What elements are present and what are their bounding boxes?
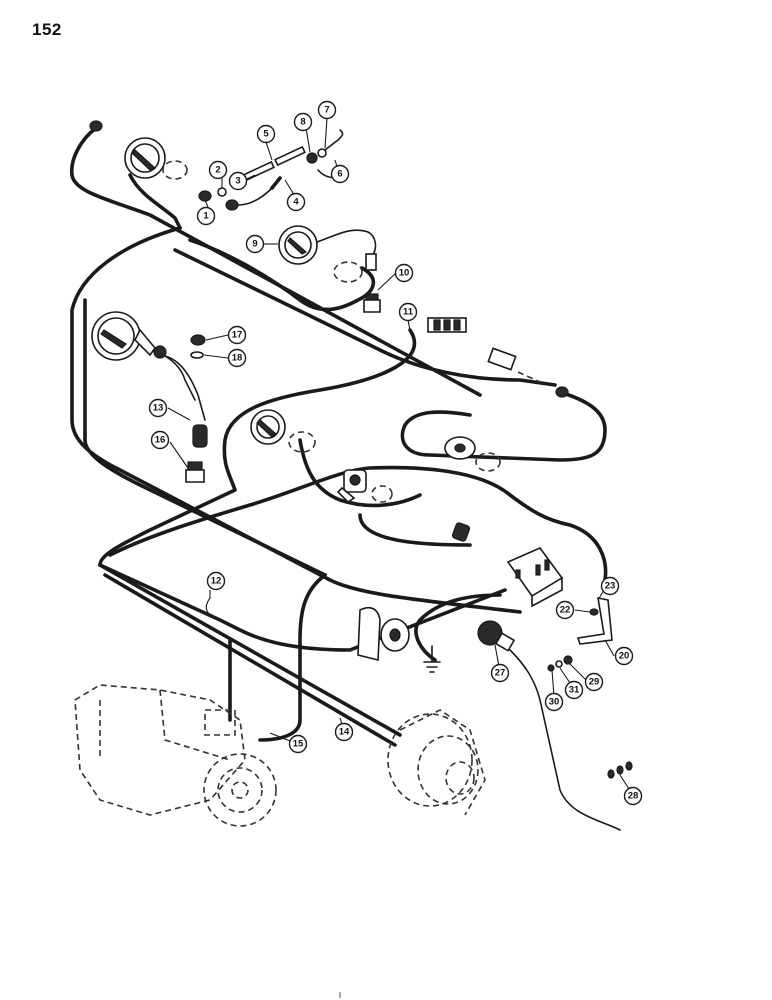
voltage-regulator [506, 547, 564, 608]
callout-2: 2 [208, 160, 228, 180]
callout-20: 20 [614, 646, 634, 666]
connector-27 [477, 620, 516, 652]
callout-31: 31 [564, 680, 584, 700]
svg-text:27: 27 [495, 668, 506, 679]
fittings-group [198, 129, 346, 211]
callout-10: 10 [394, 263, 414, 283]
svg-text:9: 9 [252, 239, 257, 250]
callout-9: 9 [245, 234, 265, 254]
svg-text:17: 17 [232, 330, 243, 341]
svg-text:15: 15 [293, 739, 304, 750]
hardware-28 [607, 761, 633, 779]
svg-text:8: 8 [300, 117, 305, 128]
svg-text:2: 2 [215, 165, 220, 176]
svg-text:22: 22 [560, 605, 571, 616]
alternator [387, 709, 486, 816]
svg-text:16: 16 [155, 435, 166, 446]
svg-text:4: 4 [293, 197, 299, 208]
svg-text:18: 18 [232, 353, 243, 364]
svg-text:31: 31 [569, 685, 580, 696]
svg-text:6: 6 [337, 169, 342, 180]
callout-14: 14 [334, 722, 354, 742]
callout-28: 28 [623, 786, 643, 806]
svg-text:5: 5 [263, 129, 269, 140]
callout-5: 5 [256, 124, 276, 144]
svg-text:30: 30 [549, 697, 560, 708]
wiring-harness [70, 126, 621, 831]
callout-22: 22 [555, 600, 575, 620]
callout-8: 8 [293, 112, 313, 132]
callout-leaders [167, 117, 634, 796]
key-switch [336, 469, 393, 504]
callout-16: 16 [150, 430, 170, 450]
callout-18: 18 [227, 348, 247, 368]
svg-text:1: 1 [203, 211, 209, 222]
svg-text:13: 13 [153, 403, 164, 414]
callout-3: 3 [228, 171, 248, 191]
connector-plug [451, 522, 471, 542]
callout-30: 30 [544, 692, 564, 712]
callout-12: 12 [206, 571, 226, 591]
center-gauge [250, 409, 316, 453]
fitting-10 [363, 293, 381, 313]
callout-13: 13 [148, 398, 168, 418]
tachometer [91, 311, 208, 483]
callout-11: 11 [398, 302, 418, 322]
round-sender [444, 436, 501, 472]
bracket-20 [576, 596, 613, 645]
callout-29: 29 [584, 672, 604, 692]
svg-text:20: 20 [619, 651, 630, 662]
connector-block-11 [427, 317, 569, 398]
callout-27: 27 [490, 663, 510, 683]
gauge-top-left [89, 120, 188, 180]
svg-text:11: 11 [403, 307, 414, 318]
svg-text:7: 7 [324, 105, 329, 116]
callout-4: 4 [286, 192, 306, 212]
callout-17: 17 [227, 325, 247, 345]
callout-7: 7 [317, 100, 337, 120]
hardware-29-31 [547, 655, 573, 672]
starter-motor [74, 684, 277, 827]
svg-text:23: 23 [605, 581, 616, 592]
page-number: 152 [32, 20, 62, 39]
callout-23: 23 [600, 576, 620, 596]
temperature-gauge [278, 225, 377, 283]
svg-text:3: 3 [235, 176, 240, 187]
callout-6: 6 [330, 164, 350, 184]
switch-assembly [357, 606, 441, 673]
callout-1: 1 [196, 206, 216, 226]
callout-15: 15 [288, 734, 308, 754]
svg-text:29: 29 [589, 677, 600, 688]
svg-text:14: 14 [339, 727, 350, 738]
svg-text:28: 28 [628, 791, 639, 802]
svg-text:10: 10 [399, 268, 410, 279]
svg-text:12: 12 [211, 576, 222, 587]
